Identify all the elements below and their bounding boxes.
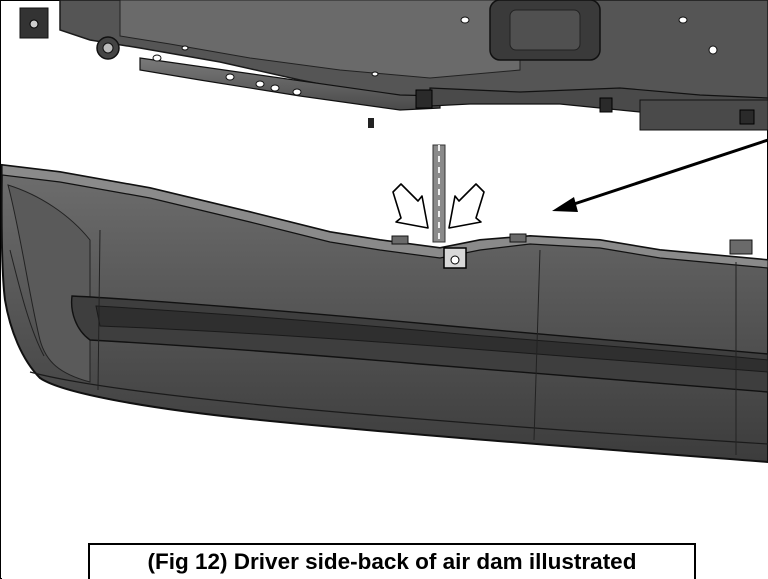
fastener-icon (19, 7, 49, 39)
pointer-arrow-icon (552, 138, 768, 212)
fastener-icon (368, 89, 755, 128)
figure-caption: (Fig 12) Driver side-back of air dam ill… (88, 543, 696, 579)
air-dam-part (0, 163, 768, 579)
down-right-arrow-icon (392, 183, 429, 229)
fastener-icon (443, 247, 467, 269)
upper-frame-assembly (19, 0, 768, 131)
down-left-arrow-icon (448, 183, 485, 229)
insertion-guide (432, 144, 446, 243)
